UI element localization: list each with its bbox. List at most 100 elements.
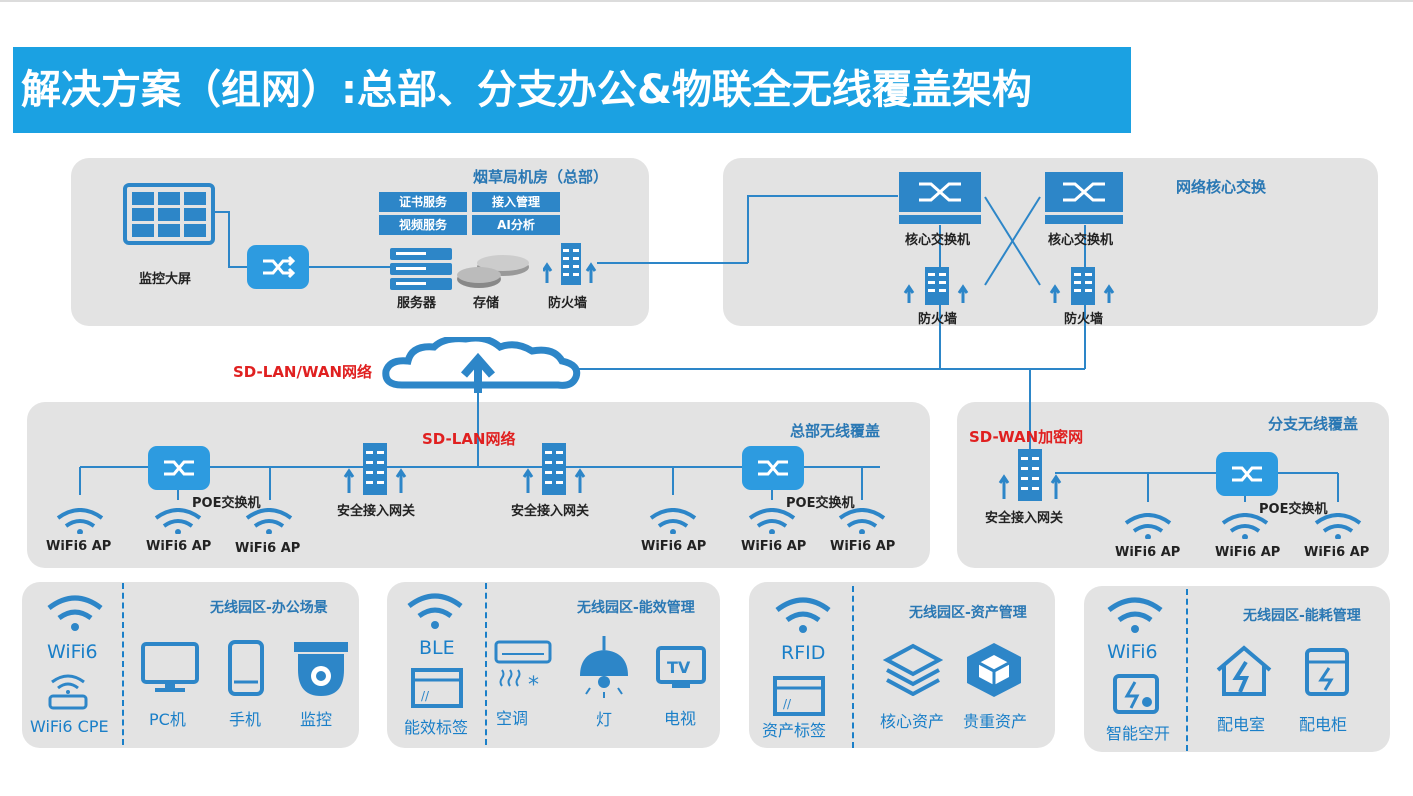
- cpe-icon: [48, 674, 88, 710]
- phone-icon: [228, 640, 264, 696]
- poe-switch-label: POE交换机: [192, 496, 261, 511]
- scene-divider: [1186, 589, 1188, 751]
- camera-icon: [294, 642, 348, 696]
- scene-item-label: 电视: [664, 709, 697, 728]
- pc-icon: [141, 642, 199, 692]
- ap-label: WiFi6 AP: [235, 541, 301, 556]
- scene-tech-label: WiFi6: [1107, 641, 1158, 663]
- wifi-icon: [649, 508, 697, 534]
- ac-icon: *: [494, 640, 552, 696]
- wifi-icon: [56, 508, 104, 534]
- wifi-icon: [838, 508, 886, 534]
- core-switch-label-1: 核心交换机: [905, 233, 971, 248]
- scene-item-label: 贵重资产: [963, 712, 1028, 731]
- lamp-icon: [580, 636, 628, 698]
- wifi-icon: [1221, 513, 1269, 539]
- top-divider: [0, 0, 1413, 2]
- core-firewall-label-1: 防火墙: [918, 312, 958, 327]
- firewall-icon: [543, 243, 597, 285]
- gateway-icon: [998, 449, 1062, 501]
- switch-icon: [247, 245, 309, 289]
- tag-icon: //: [773, 676, 825, 716]
- page-title: 解决方案（组网）:总部、分支办公&物联全无线覆盖架构: [13, 47, 1131, 133]
- scene-title: 无线园区-办公场景: [210, 600, 328, 616]
- storage-icon: [457, 255, 529, 288]
- poe-switch-icon: [148, 446, 210, 490]
- scene-item-label: 监控: [300, 710, 333, 729]
- firewall-icon: [903, 267, 969, 305]
- scene-sub-label: WiFi6 CPE: [30, 717, 109, 736]
- wifi-icon: [154, 508, 202, 534]
- core-firewall-label-2: 防火墙: [1064, 312, 1104, 327]
- server-icon: [390, 248, 452, 290]
- hq-room-title: 烟草局机房（总部）: [473, 168, 609, 186]
- scene-item-label: PC机: [149, 710, 186, 729]
- breaker-icon: [1113, 674, 1159, 714]
- core-switch-label-2: 核心交换机: [1048, 233, 1114, 248]
- monitor-wall-icon: [123, 183, 215, 245]
- scene-divider: [485, 583, 487, 745]
- wifi-icon: [775, 597, 831, 633]
- monitor-wall-label: 监控大屏: [139, 272, 192, 287]
- ap-label: WiFi6 AP: [146, 539, 212, 554]
- core-title: 网络核心交换: [1176, 178, 1267, 196]
- hq-wireless-title: 总部无线覆盖: [790, 422, 881, 440]
- branch-wireless-title: 分支无线覆盖: [1268, 415, 1359, 433]
- scene-title: 无线园区-能耗管理: [1243, 608, 1361, 624]
- scene-divider: [122, 583, 124, 745]
- ap-label: WiFi6 AP: [741, 539, 807, 554]
- svg-text://: //: [783, 697, 792, 711]
- firewall-icon: [1049, 267, 1115, 305]
- scene-item-label: 配电室: [1217, 715, 1266, 734]
- wifi-icon: [407, 593, 463, 629]
- scene-title: 无线园区-资产管理: [909, 605, 1027, 621]
- scene-item-label: 核心资产: [880, 712, 945, 731]
- storage-label: 存储: [473, 296, 500, 311]
- wifi-icon: [1107, 597, 1163, 633]
- scene-divider: [852, 586, 854, 748]
- sd-lan-label: SD-LAN网络: [422, 430, 516, 448]
- wifi-icon: [1314, 513, 1362, 539]
- house-bolt-icon: [1216, 645, 1272, 696]
- wifi-icon: [245, 508, 293, 534]
- poe-switch-icon: [1216, 452, 1278, 496]
- wifi-icon: [748, 508, 796, 534]
- scene-title: 无线园区-能效管理: [577, 600, 695, 616]
- service-access: 接入管理: [472, 192, 560, 212]
- scene-item-label: 配电柜: [1299, 715, 1348, 734]
- cloud-icon: [382, 337, 581, 393]
- core-switch-icon: [1045, 172, 1123, 224]
- scene-sub-label: 能效标签: [404, 718, 469, 737]
- scene-tech-label: RFID: [781, 642, 826, 664]
- tag-icon: //: [411, 668, 463, 708]
- gateway-label: 安全接入网关: [337, 504, 416, 519]
- poe-switch-label: POE交换机: [1259, 502, 1328, 517]
- scene-item-label: 空调: [496, 709, 529, 728]
- wifi-icon: [1124, 513, 1172, 539]
- scene-sub-label: 智能空开: [1106, 724, 1171, 743]
- gateway-label: 安全接入网关: [985, 511, 1064, 526]
- svg-text:TV: TV: [667, 658, 691, 677]
- gateway-icon: [343, 443, 407, 495]
- ap-label: WiFi6 AP: [1115, 545, 1181, 560]
- sd-lan-wan-label: SD-LAN/WAN网络: [233, 363, 372, 381]
- svg-text:*: *: [528, 673, 539, 696]
- cube-icon: [967, 643, 1021, 697]
- wifi-icon: [47, 595, 103, 631]
- service-ai: AI分析: [472, 215, 560, 235]
- cabinet-icon: [1305, 648, 1349, 696]
- scene-item-label: 手机: [229, 710, 262, 729]
- poe-switch-label: POE交换机: [786, 496, 855, 511]
- scene-sub-label: 资产标签: [762, 721, 827, 740]
- service-cert: 证书服务: [379, 192, 467, 212]
- poe-switch-icon: [742, 446, 804, 490]
- sd-wan-label: SD-WAN加密网: [969, 428, 1084, 446]
- service-video: 视频服务: [379, 215, 467, 235]
- layers-icon: [883, 643, 943, 696]
- svg-text://: //: [421, 689, 430, 703]
- ap-label: WiFi6 AP: [1215, 545, 1281, 560]
- ap-label: WiFi6 AP: [1304, 545, 1370, 560]
- ap-label: WiFi6 AP: [641, 539, 707, 554]
- core-switch-icon: [899, 172, 981, 224]
